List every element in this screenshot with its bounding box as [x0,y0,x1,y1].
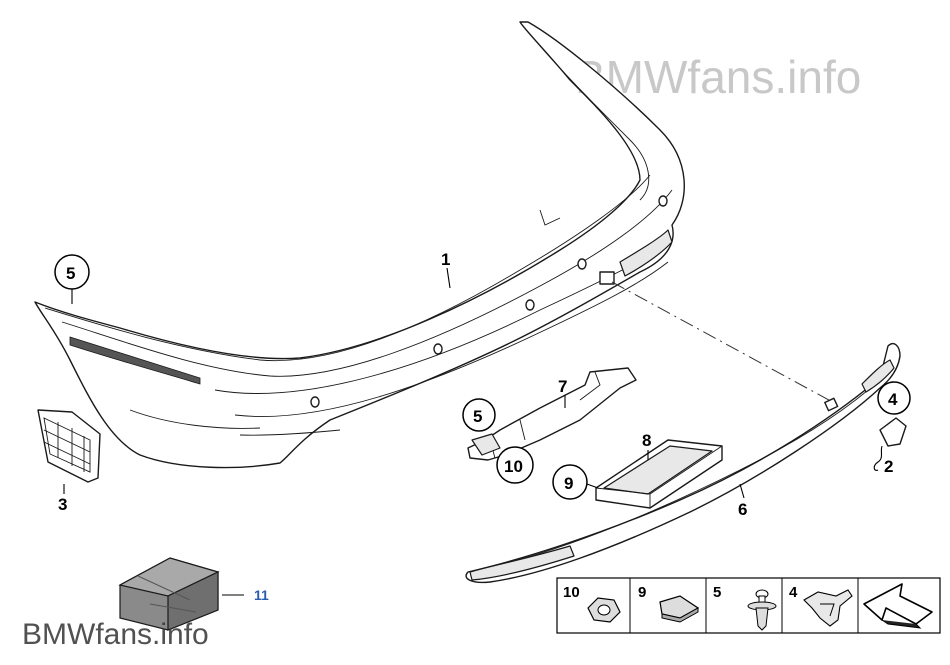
bumper-trim-panel [34,21,685,469]
part-box [118,557,220,631]
legend-strip: 10 9 5 4 [556,577,941,634]
callout-6: 6 [738,500,747,519]
callout-7: 7 [558,377,567,396]
legend-number-10: 10 [563,584,580,601]
pad-icon [659,595,700,623]
nut-icon [587,597,621,623]
arrow-icon [863,583,933,629]
watermark-bottom-left: BMWfans.info [22,618,209,651]
legend-number-5: 5 [713,584,721,601]
bracket-clip-icon [803,589,853,627]
callout-1: 1 [441,250,450,269]
legend-number-9: 9 [638,584,646,601]
callout-9: 9 [564,474,573,493]
callout-5a: 5 [66,264,75,283]
callout-10: 10 [504,457,523,476]
callout-4: 4 [888,390,898,409]
callout-3: 3 [58,495,67,514]
callout-5b: 5 [473,407,482,426]
legend-number-4: 4 [789,584,798,601]
assembly-line [611,281,839,406]
callout-11: 11 [254,587,269,603]
lower-trim-strip [465,342,901,584]
callout-8: 8 [642,431,651,450]
mounting-bracket [467,367,637,461]
cable [873,417,907,471]
expanding-rivet-icon [747,589,777,631]
callout-2: 2 [884,457,893,476]
grille-insert [37,409,101,483]
